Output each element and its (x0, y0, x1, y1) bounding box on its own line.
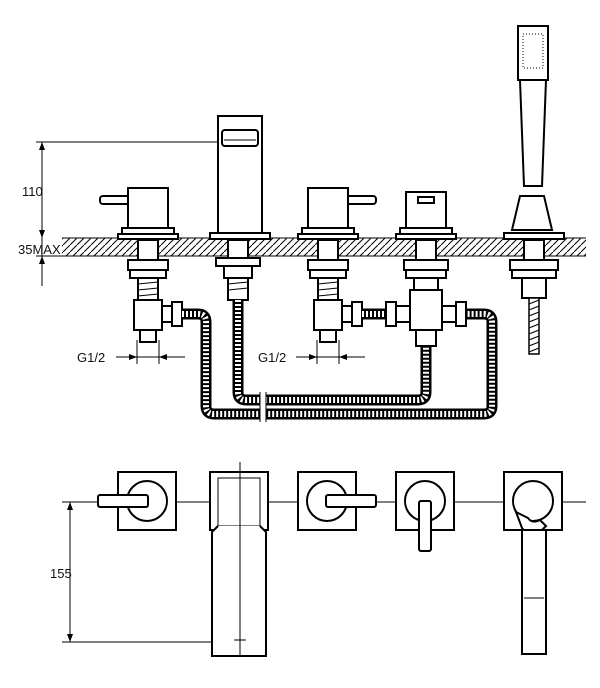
diverter-plan (395, 471, 455, 552)
thread-dimension-right: G1/2 (258, 340, 365, 365)
spout-height-label: 110 (22, 184, 43, 199)
elevation-view: 110 35MAX (18, 25, 586, 422)
middle-valve (297, 187, 377, 343)
thread-label-right: G1/2 (258, 350, 286, 365)
middle-valve-plan (297, 471, 377, 531)
thread-label-left: G1/2 (77, 350, 105, 365)
thread-dimension-left: G1/2 (77, 340, 185, 365)
depth-dimension: 155 (50, 501, 212, 643)
depth-label: 155 (50, 566, 72, 581)
height-dimension: 110 (22, 141, 220, 238)
plan-view: 155 (50, 462, 586, 657)
diverter (385, 191, 467, 347)
handset-plan (503, 471, 563, 655)
spout-plan (209, 462, 269, 657)
shower-handset (503, 25, 565, 355)
deck-thickness-dimension: 35MAX (18, 238, 62, 286)
deck-thickness-label: 35MAX (18, 242, 61, 257)
left-valve (99, 187, 183, 343)
braided-hoses (182, 300, 498, 422)
left-valve-plan (97, 471, 177, 531)
spout (209, 115, 271, 301)
